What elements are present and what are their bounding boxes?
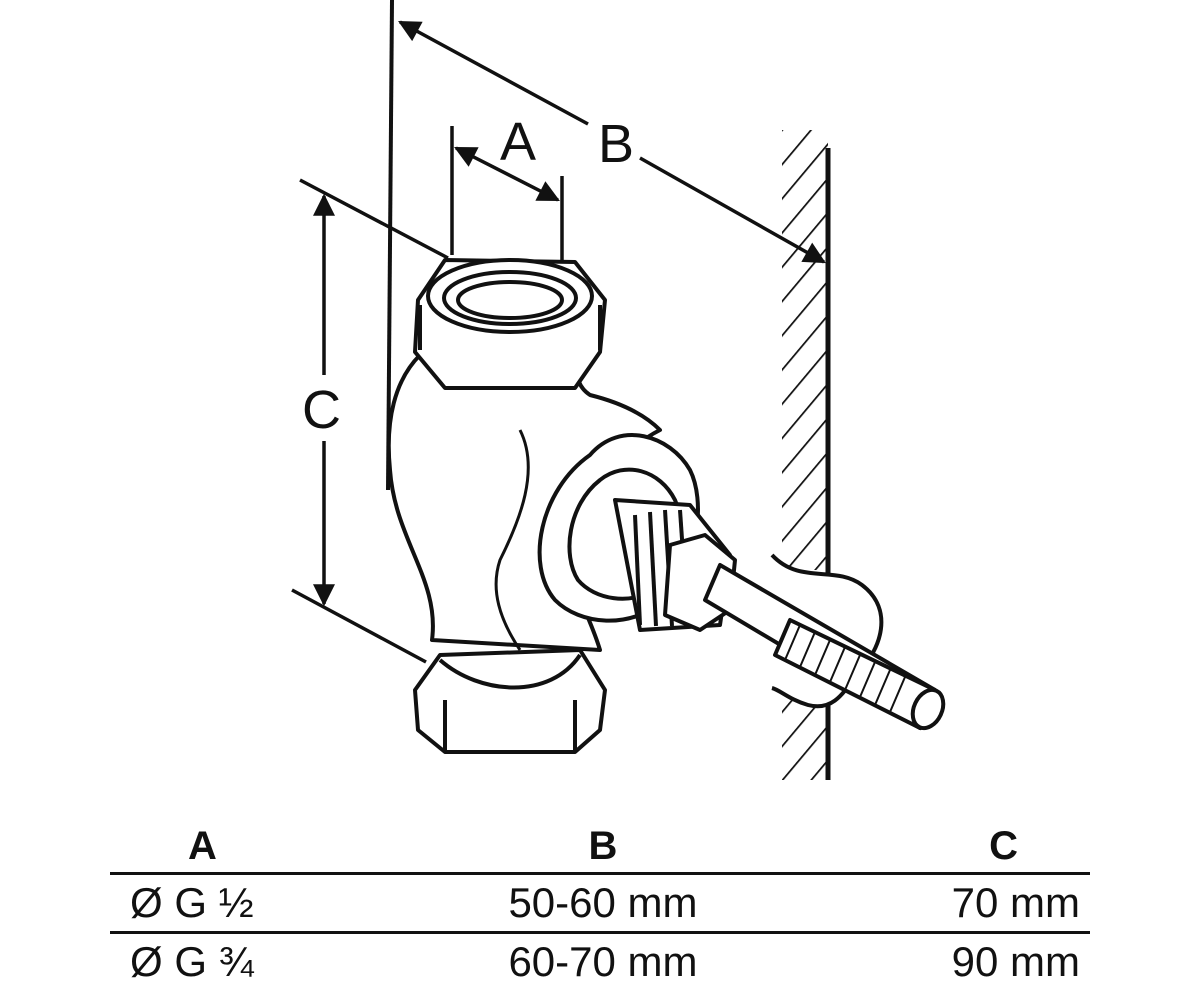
table-cell: Ø G ½ bbox=[110, 873, 358, 934]
valve-dimension-diagram: B A C bbox=[291, 0, 946, 780]
table-cell: 70 mm bbox=[848, 873, 1090, 934]
dimension-table: A B C Ø G ½ 50-60 mm 70 mm Ø G ¾ 60-70 m… bbox=[110, 820, 1090, 990]
dimension-a-label: A bbox=[500, 112, 536, 172]
dimension-a: A bbox=[450, 112, 564, 260]
dimension-c-label: C bbox=[302, 380, 341, 440]
valve-body bbox=[386, 258, 946, 754]
column-header-b: B bbox=[357, 820, 849, 875]
table-row: Ø G ½ 50-60 mm 70 mm bbox=[110, 873, 1090, 934]
table-row: Ø G ¾ 60-70 mm 90 mm bbox=[110, 933, 1090, 991]
dimension-b: B bbox=[386, 0, 826, 491]
table-cell: 50-60 mm bbox=[357, 873, 849, 934]
table-header-row: A B C bbox=[110, 820, 1090, 875]
column-header-a: A bbox=[110, 820, 358, 875]
column-header-c: C bbox=[848, 820, 1090, 875]
table-cell: 90 mm bbox=[951, 938, 1080, 985]
dimension-b-label: B bbox=[598, 114, 634, 174]
dimension-c: C bbox=[291, 178, 449, 664]
table-cell: Ø G ¾ bbox=[130, 938, 254, 985]
table-cell: 60-70 mm bbox=[508, 938, 698, 985]
